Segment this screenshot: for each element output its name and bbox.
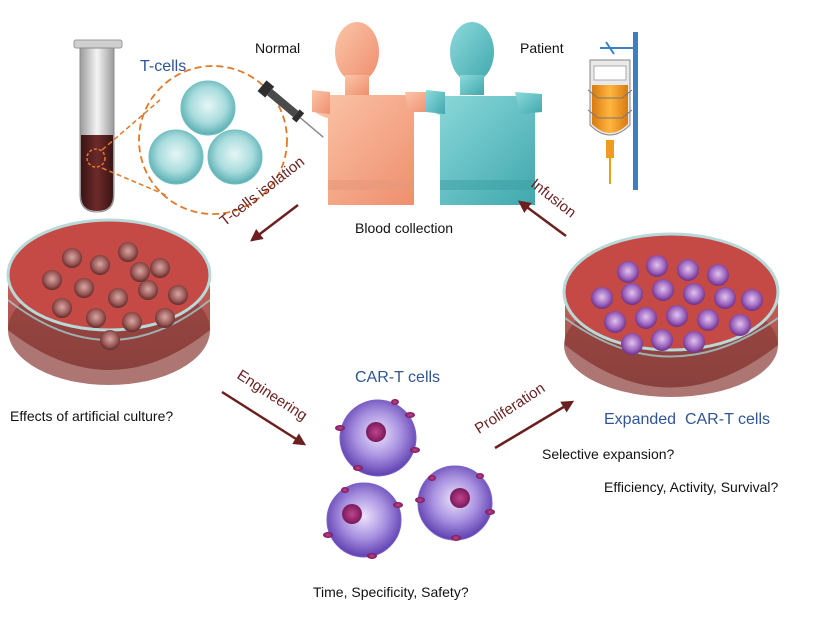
patient-figure [426,22,542,205]
cultured-t-cells [42,242,188,350]
test-tube [73,39,123,213]
t-cell-zoom-circle [138,65,288,215]
t-cells-label: T-cells [140,58,187,75]
car-t-cell-cluster [323,399,495,559]
t-cell [180,80,236,136]
t-cell-cluster [148,80,263,185]
normal-person-figure [312,22,430,205]
engineering-arrow [221,390,307,446]
normal-label: Normal [255,40,301,56]
tube-sample-circle [86,148,106,168]
isolation-arrow [250,204,299,242]
car-t-cell [335,399,420,477]
patient-label: Patient [520,40,564,56]
petri-dish-expanded-car-t [562,232,780,397]
efficiency-question-label: Efficiency, Activity, Survival? [604,479,779,495]
car-t-cells-label: CAR-T cells [355,369,441,386]
t-cell [148,129,204,185]
blood-collection-label: Blood collection [355,220,454,236]
cultured-car-t-cells [591,255,763,355]
syringe-icon [257,80,324,138]
t-cell [207,129,263,185]
iv-drip-icon [587,32,638,190]
infusion-arrow [517,200,567,238]
time-question-label: Time, Specificity, Safety? [313,584,469,600]
proliferation-arrow [494,400,575,450]
selective-expansion-question-label: Selective expansion? [542,446,675,462]
petri-dish-t-cells [6,218,212,385]
car-t-cell [415,465,495,541]
expanded-car-t-cells-label: Expanded CAR-T cells [604,411,770,428]
effects-question-label: Effects of artificial culture? [10,408,174,424]
car-t-cell [323,482,403,559]
